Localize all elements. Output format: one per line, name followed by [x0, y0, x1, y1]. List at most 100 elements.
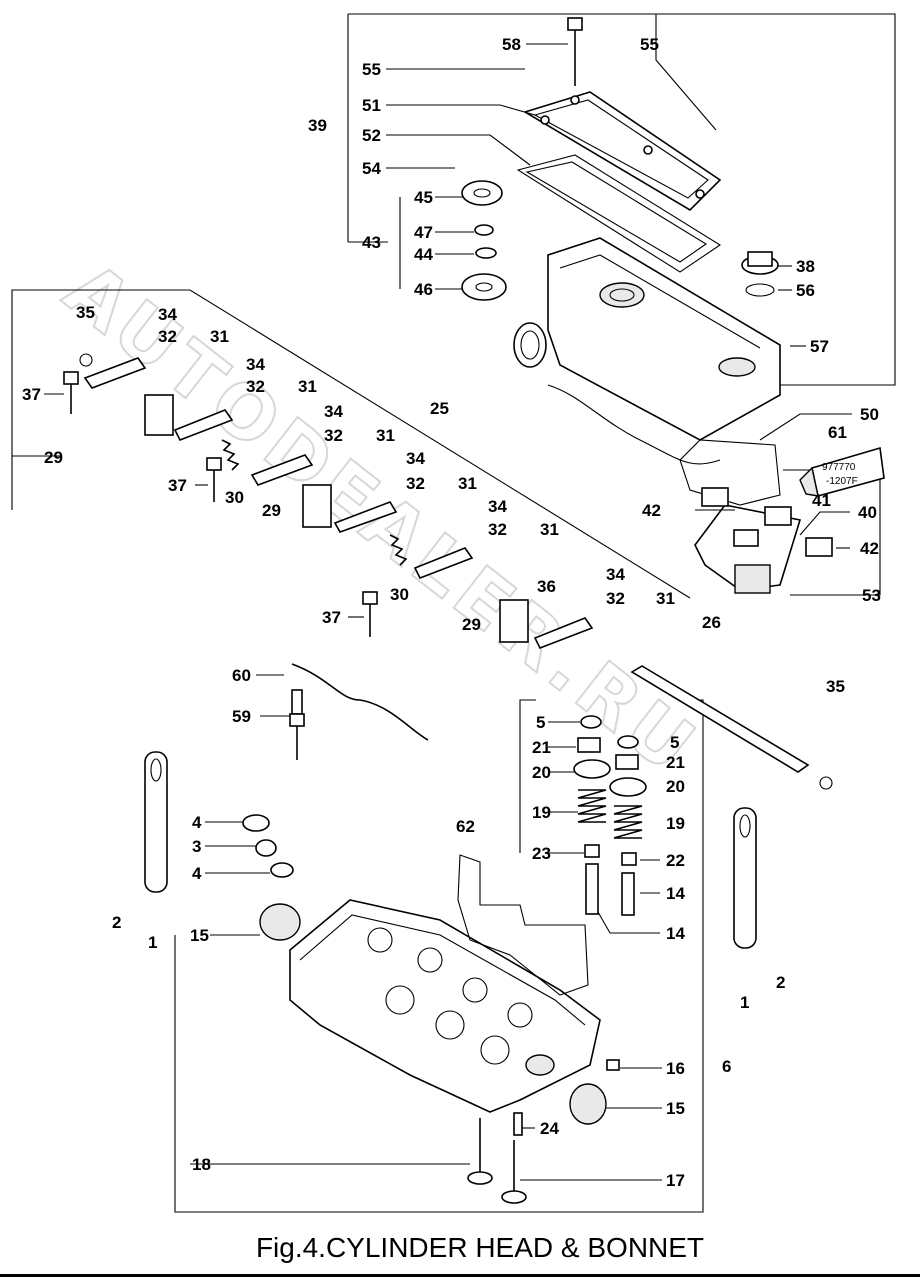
part-label-31: 31 — [210, 327, 229, 346]
rocker-arm-group-bracket — [11, 289, 691, 599]
part-label-22: 22 — [666, 851, 685, 870]
part-label-21: 21 — [666, 753, 685, 772]
part-label-21: 21 — [532, 738, 551, 757]
part-label-30: 30 — [225, 488, 244, 507]
bolts — [63, 17, 583, 637]
part-label-34: 34 — [246, 355, 265, 374]
part-label-43: 43 — [362, 233, 381, 252]
part-label-1: 1 — [148, 933, 157, 952]
part-label-18: 18 — [192, 1155, 211, 1174]
bonnet-group-bracket — [347, 13, 896, 386]
part-label-20: 20 — [532, 763, 551, 782]
part-label-31: 31 — [656, 589, 675, 608]
part-label-51: 51 — [362, 96, 381, 115]
part-label-24: 24 — [540, 1119, 559, 1138]
part-label-19: 19 — [532, 803, 551, 822]
part-label-35: 35 — [76, 303, 95, 322]
part-label-52: 52 — [362, 126, 381, 145]
bottom-rule — [0, 1274, 920, 1277]
breather-parts — [461, 180, 507, 301]
part-label-31: 31 — [376, 426, 395, 445]
part-label-16: 16 — [666, 1059, 685, 1078]
part-label-25: 25 — [430, 399, 449, 418]
part-label-58: 58 — [502, 35, 521, 54]
part-label-56: 56 — [796, 281, 815, 300]
part-label-44: 44 — [414, 245, 433, 264]
bonnet-cover-plate — [523, 91, 722, 212]
part-label-61: 61 — [828, 423, 847, 442]
part-label-34: 34 — [606, 565, 625, 584]
part-label-14: 14 — [666, 884, 685, 903]
part-label-15: 15 — [666, 1099, 685, 1118]
part-label-34: 34 — [406, 449, 425, 468]
part-label-31: 31 — [298, 377, 317, 396]
part-number-labels: 58 55 55 51 39 52 54 45 47 43 44 46 38 5… — [22, 35, 881, 1190]
part-label-55: 55 — [362, 60, 381, 79]
part-label-34: 34 — [488, 497, 507, 516]
part-label-32: 32 — [158, 327, 177, 346]
part-label-60: 60 — [232, 666, 251, 685]
head-gasket — [457, 854, 589, 996]
part-label-62: 62 — [456, 817, 475, 836]
part-label-4: 4 — [192, 864, 202, 883]
part-label-32: 32 — [246, 377, 265, 396]
glow-wire — [291, 663, 429, 741]
part-label-41: 41 — [812, 491, 831, 510]
valves — [467, 1118, 527, 1204]
rocker-arms — [83, 357, 594, 650]
part-label-31: 31 — [540, 520, 559, 539]
part-label-36: 36 — [537, 577, 556, 596]
part-label-34: 34 — [324, 402, 343, 421]
part-label-29: 29 — [262, 501, 281, 520]
figure-caption: Fig.4.CYLINDER HEAD & BONNET — [255, 1232, 705, 1263]
part-label-40: 40 — [858, 503, 877, 522]
part-label-37: 37 — [168, 476, 187, 495]
leader-lines — [12, 14, 858, 1181]
part-label-45: 45 — [414, 188, 433, 207]
part-label-34: 34 — [158, 305, 177, 324]
part-label-15: 15 — [190, 926, 209, 945]
part-label-2: 2 — [776, 973, 785, 992]
part-label-55: 55 — [640, 35, 659, 54]
part-label-46: 46 — [414, 280, 433, 299]
sealant-tube: 977770 -1207F — [799, 446, 885, 497]
part-label-5: 5 — [536, 713, 545, 732]
valve-parts-left — [573, 715, 611, 915]
bonnet-gasket — [516, 154, 722, 273]
cylinder-head — [289, 899, 601, 1113]
part-label-14: 14 — [666, 924, 685, 943]
part-label-54: 54 — [362, 159, 381, 178]
part-label-4: 4 — [192, 813, 202, 832]
exploded-parts-diagram: AUTODEALER.RU — [11, 13, 896, 1213]
part-label-32: 32 — [324, 426, 343, 445]
part-label-29: 29 — [44, 448, 63, 467]
oil-filler-cap — [741, 251, 779, 297]
circlip-rings — [79, 353, 833, 790]
rocker-supports — [144, 394, 529, 643]
bonnet-housing — [513, 237, 781, 506]
sealant-tube-code-1: 977770 — [822, 462, 856, 473]
part-label-35: 35 — [826, 677, 845, 696]
oil-separator-plate — [694, 487, 833, 594]
part-label-32: 32 — [488, 520, 507, 539]
part-label-59: 59 — [232, 707, 251, 726]
part-label-6: 6 — [722, 1057, 731, 1076]
part-label-32: 32 — [606, 589, 625, 608]
part-label-30: 30 — [390, 585, 409, 604]
lifting-brackets — [144, 751, 757, 949]
part-label-29: 29 — [462, 615, 481, 634]
rocker-shaft — [630, 665, 810, 773]
part-label-38: 38 — [796, 257, 815, 276]
part-label-32: 32 — [406, 474, 425, 493]
part-label-17: 17 — [666, 1171, 685, 1190]
part-label-37: 37 — [322, 608, 341, 627]
part-label-57: 57 — [810, 337, 829, 356]
part-label-5: 5 — [670, 733, 679, 752]
sealant-tube-code-2: -1207F — [826, 476, 858, 487]
part-label-39: 39 — [308, 116, 327, 135]
part-label-42: 42 — [860, 539, 879, 558]
seal-plugs — [242, 814, 620, 1136]
valve-parts-right — [609, 735, 647, 916]
part-label-1: 1 — [740, 993, 749, 1012]
